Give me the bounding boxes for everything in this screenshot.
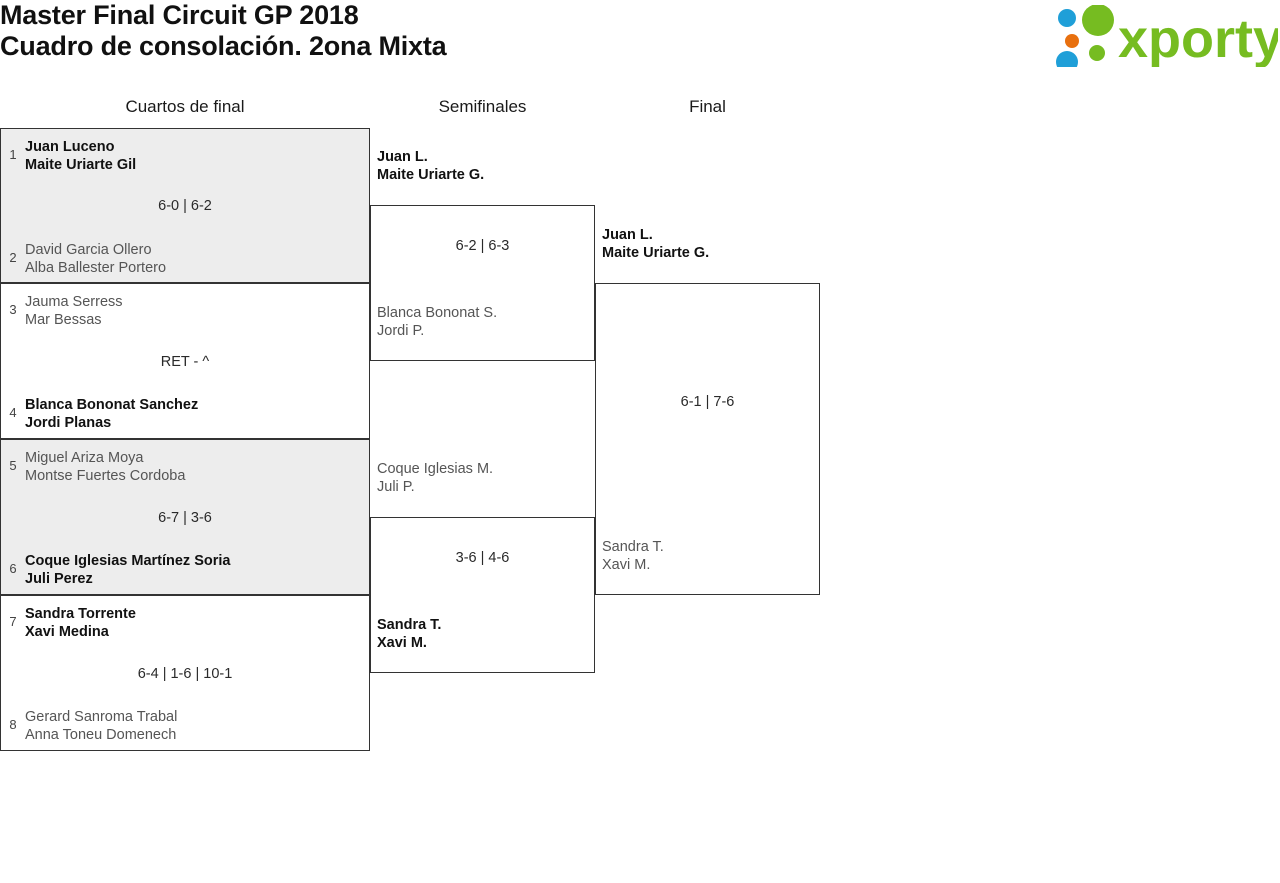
player-name-2: Maite Uriarte Gil <box>25 157 137 173</box>
match-score: 6-1 | 7-6 <box>680 394 735 410</box>
match-score: RET - ^ <box>160 354 210 370</box>
final-team-bottom: Sandra T. Xavi M. <box>602 538 664 574</box>
match-quarterfinal-1[interactable]: 1 Juan Luceno Maite Uriarte Gil 6-0 | 6-… <box>0 128 370 283</box>
player-name-1: Sandra T. <box>602 539 664 555</box>
round-header-final: Final <box>689 97 726 116</box>
player-name-2: Xavi M. <box>602 557 651 573</box>
player-name-1: Juan L. <box>377 149 428 165</box>
match-quarterfinal-4[interactable]: 7 Sandra Torrente Xavi Medina 6-4 | 1-6 … <box>0 595 370 751</box>
match-side-bottom: 4 Blanca Bononat Sanchez Jordi Planas <box>1 395 369 432</box>
player-name-2: Xavi M. <box>377 635 427 651</box>
player-name-2: Jordi P. <box>377 323 425 339</box>
semifinal-1-team-top: Juan L. Maite Uriarte G. <box>377 148 484 184</box>
player-name-1: Miguel Ariza Moya <box>25 450 144 466</box>
player-name-1: Blanca Bononat S. <box>377 305 498 321</box>
player-name-2: Alba Ballester Portero <box>25 260 167 276</box>
player-name-2: Xavi Medina <box>25 624 109 640</box>
page-title: Master Final Circuit GP 2018 Cuadro de c… <box>0 0 800 62</box>
player-name-2: Juli P. <box>377 479 415 495</box>
semifinal-2-team-bottom: Sandra T. Xavi M. <box>377 616 441 652</box>
player-name-2: Montse Fuertes Cordoba <box>25 468 186 484</box>
team-names: David Garcia Ollero Alba Ballester Porte… <box>25 240 369 277</box>
match-semifinal-2[interactable]: 3-6 | 4-6 <box>370 517 595 673</box>
match-side-bottom: 2 David Garcia Ollero Alba Ballester Por… <box>1 240 369 277</box>
match-score: 6-4 | 1-6 | 10-1 <box>137 666 233 682</box>
match-side-bottom: 6 Coque Iglesias Martínez Soria Juli Per… <box>1 551 369 588</box>
player-name-1: Juan Luceno <box>25 139 115 155</box>
player-name-1: Sandra Torrente <box>25 606 136 622</box>
bracket-subtitle: Cuadro de consolación. 2ona Mixta <box>0 31 447 61</box>
player-name-1: Coque Iglesias Martínez Soria <box>25 553 231 569</box>
match-score: 6-2 | 6-3 <box>455 238 510 254</box>
seed-number: 6 <box>9 561 17 576</box>
logo-wordmark: xporty <box>1118 9 1278 67</box>
player-name-2: Mar Bessas <box>25 312 102 328</box>
round-header-quarterfinals: Cuartos de final <box>125 97 245 116</box>
match-side-top: 1 Juan Luceno Maite Uriarte Gil <box>1 137 369 174</box>
player-name-2: Jordi Planas <box>25 415 112 431</box>
final-team-top: Juan L. Maite Uriarte G. <box>602 226 709 262</box>
seed-number: 8 <box>9 717 17 732</box>
player-name-1: Sandra T. <box>377 617 442 633</box>
tournament-title: Master Final Circuit GP 2018 <box>0 0 359 30</box>
round-header-semifinals: Semifinales <box>438 97 527 116</box>
player-name-2: Maite Uriarte G. <box>377 167 485 183</box>
player-name-1: Coque Iglesias M. <box>377 461 494 477</box>
player-name-2: Maite Uriarte G. <box>602 245 710 261</box>
logo-dots-icon <box>1056 5 1114 67</box>
team-names: Jauma Serress Mar Bessas <box>25 292 369 329</box>
team-names: Miguel Ariza Moya Montse Fuertes Cordoba <box>25 448 369 485</box>
match-side-top: 7 Sandra Torrente Xavi Medina <box>1 604 369 641</box>
match-score: 6-7 | 3-6 <box>158 510 212 526</box>
match-quarterfinal-2[interactable]: 3 Jauma Serress Mar Bessas RET - ^ 4 Bla… <box>0 283 370 439</box>
match-semifinal-1[interactable]: 6-2 | 6-3 <box>370 205 595 361</box>
match-score: 6-0 | 6-2 <box>158 198 212 214</box>
player-name-2: Anna Toneu Domenech <box>25 727 177 743</box>
player-name-2: Juli Perez <box>25 571 93 587</box>
match-score: 3-6 | 4-6 <box>455 550 510 566</box>
seed-number: 4 <box>9 405 17 420</box>
seed-number: 5 <box>9 458 17 473</box>
match-side-top: 3 Jauma Serress Mar Bessas <box>1 292 369 329</box>
player-name-1: Juan L. <box>602 227 653 243</box>
team-names: Gerard Sanroma Trabal Anna Toneu Domenec… <box>25 707 369 744</box>
seed-number: 3 <box>9 302 17 317</box>
player-name-1: Jauma Serress <box>25 294 123 310</box>
match-side-bottom: 8 Gerard Sanroma Trabal Anna Toneu Domen… <box>1 707 369 744</box>
xporty-logo[interactable]: xporty <box>1050 5 1278 67</box>
match-quarterfinal-3[interactable]: 5 Miguel Ariza Moya Montse Fuertes Cordo… <box>0 439 370 595</box>
semifinal-1-team-bottom: Blanca Bononat S. Jordi P. <box>377 304 497 340</box>
seed-number: 2 <box>9 250 17 265</box>
player-name-1: Gerard Sanroma Trabal <box>25 709 178 725</box>
team-names: Blanca Bononat Sanchez Jordi Planas <box>25 395 369 432</box>
team-names: Juan Luceno Maite Uriarte Gil <box>25 137 369 174</box>
seed-number: 7 <box>9 614 17 629</box>
seed-number: 1 <box>9 147 17 162</box>
player-name-1: David Garcia Ollero <box>25 242 152 258</box>
semifinal-2-team-top: Coque Iglesias M. Juli P. <box>377 460 493 496</box>
team-names: Coque Iglesias Martínez Soria Juli Perez <box>25 551 369 588</box>
team-names: Sandra Torrente Xavi Medina <box>25 604 369 641</box>
player-name-1: Blanca Bononat Sanchez <box>25 397 199 413</box>
match-final[interactable]: 6-1 | 7-6 <box>595 283 820 595</box>
match-side-top: 5 Miguel Ariza Moya Montse Fuertes Cordo… <box>1 448 369 485</box>
